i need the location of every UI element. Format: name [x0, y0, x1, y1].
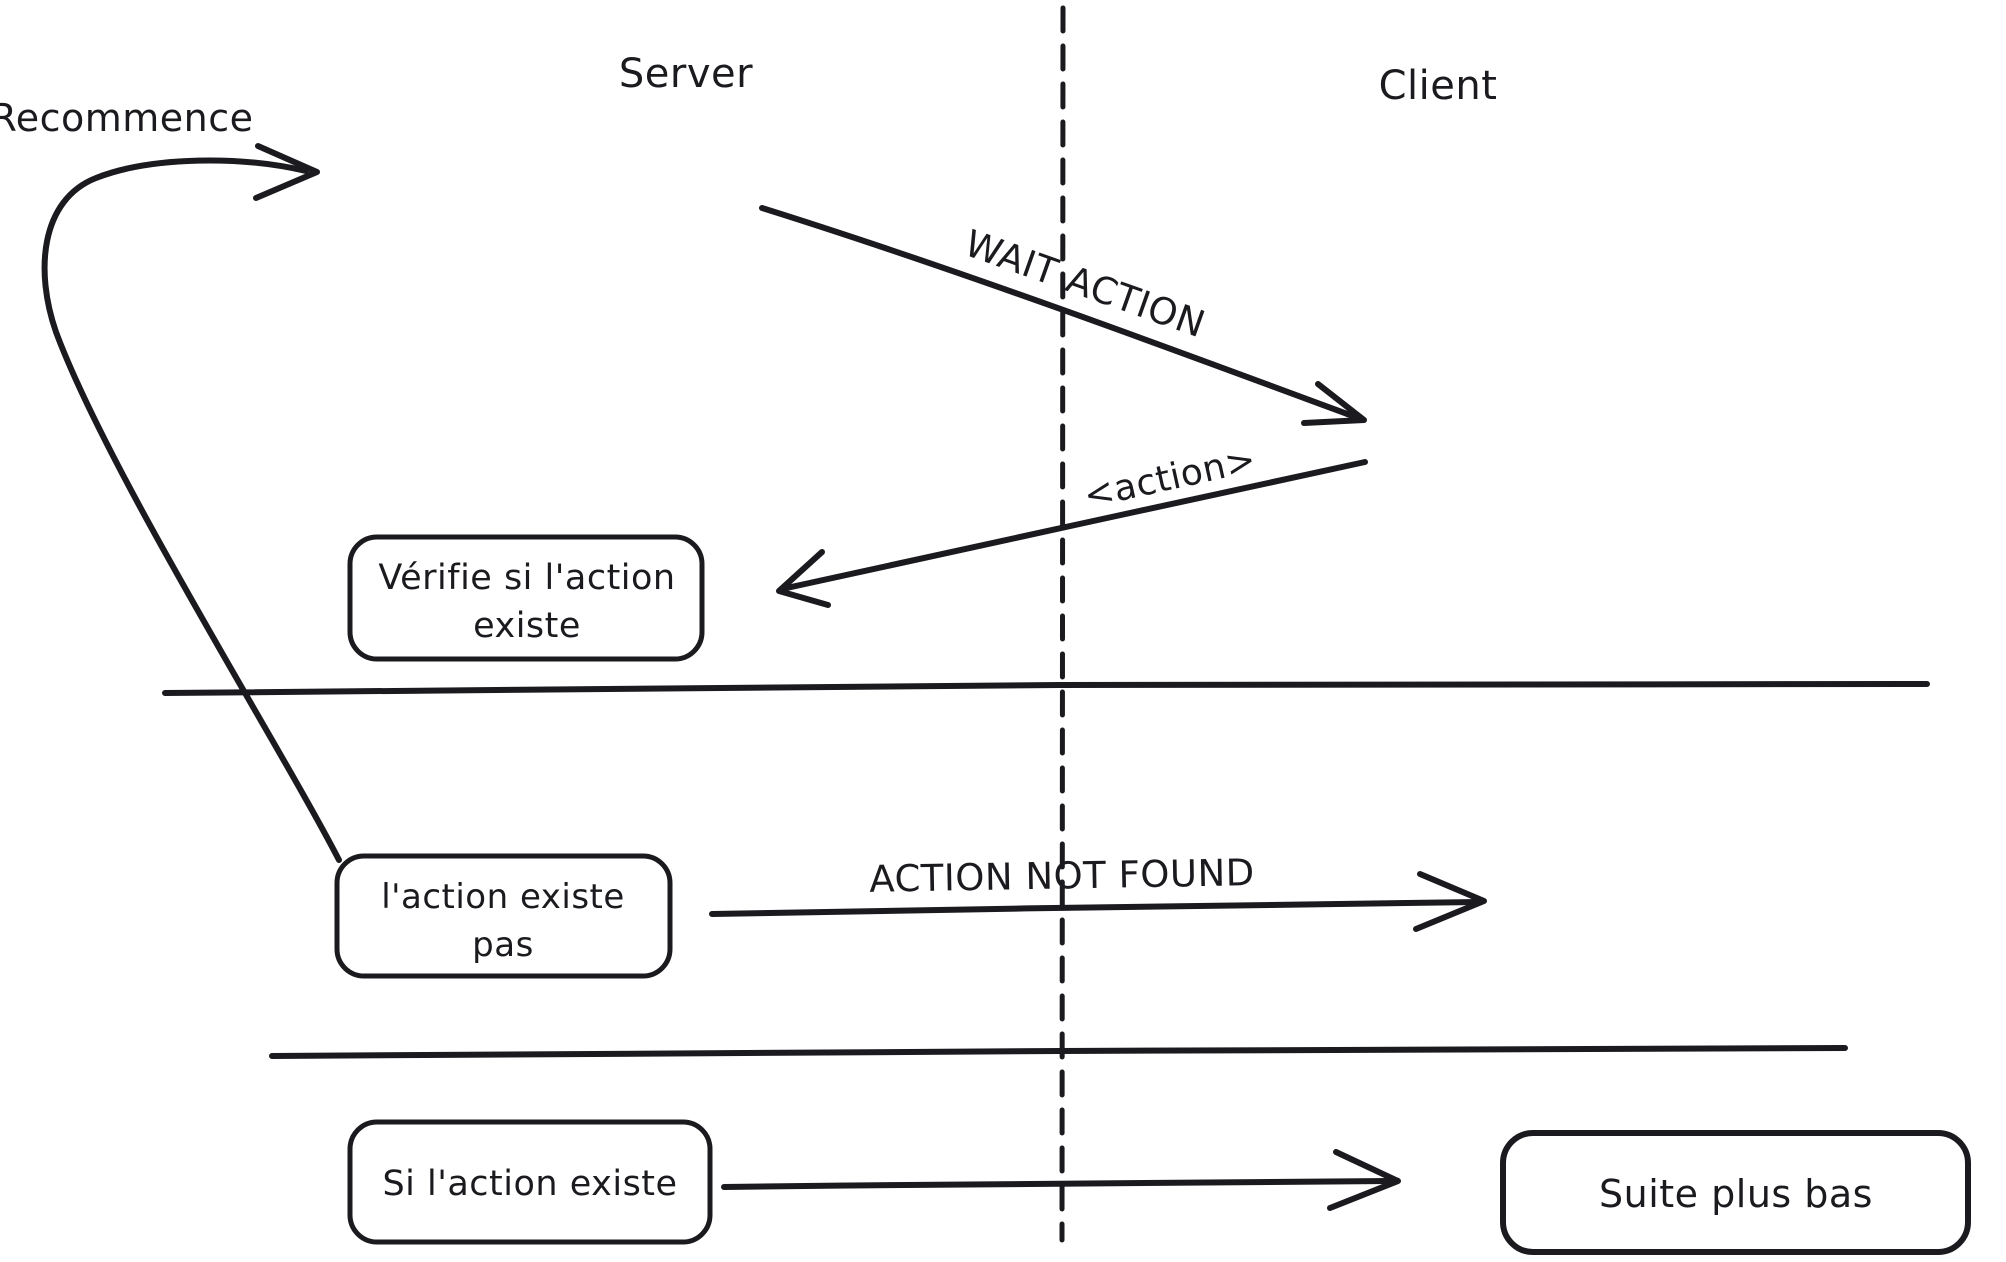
action-response-arrow [776, 459, 1368, 608]
action-not-exists-box [334, 853, 673, 979]
action-exists-arrow [721, 1149, 1401, 1211]
action-not-found-arrow [709, 871, 1487, 932]
verify-action-note: Vérifie si l'action existe [347, 534, 705, 662]
wait-action-arrow [759, 205, 1367, 426]
action-exists-arrowhead-icon [1327, 1149, 1401, 1211]
action-not-exists-note: l'action existe pas [334, 853, 673, 979]
continue-box [1500, 1130, 1971, 1255]
recommence-arrow-shaft [41, 157, 342, 863]
action-response-shaft [779, 459, 1368, 592]
action-response-arrowhead-icon [776, 549, 831, 608]
lane-dashed-divider [1059, 5, 1066, 1243]
action-exists-text: Si l'action existe [382, 1164, 677, 1204]
recommence-arrow [41, 143, 342, 863]
action-exists-note: Si l'action existe [347, 1119, 713, 1245]
verify-action-text-line1: Vérifie si l'action [378, 558, 675, 598]
action-not-found-shaft [709, 899, 1481, 917]
recommence-label: Recommence [0, 96, 253, 140]
continue-text: Suite plus bas [1599, 1172, 1873, 1216]
server-label: Server [619, 51, 753, 97]
action-exists-box [347, 1119, 713, 1245]
action-not-exists-text-line2: pas [472, 925, 534, 965]
verify-action-box [347, 534, 705, 662]
wait-action-shaft [759, 205, 1361, 421]
section-divider-2 [269, 1045, 1848, 1059]
verify-action-text-line2: existe [473, 606, 581, 646]
action-exists-shaft [721, 1178, 1393, 1190]
action-not-found-arrowhead-icon [1413, 871, 1487, 932]
continue-note: Suite plus bas [1500, 1130, 1971, 1255]
section-divider-1 [162, 681, 1930, 696]
recommence-arrowhead-icon [253, 143, 320, 201]
client-label: Client [1379, 63, 1498, 109]
wait-action-arrowhead-icon [1301, 381, 1367, 426]
action-not-exists-text-line1: l'action existe [381, 877, 625, 917]
action-not-found-label: ACTION NOT FOUND [869, 851, 1255, 901]
